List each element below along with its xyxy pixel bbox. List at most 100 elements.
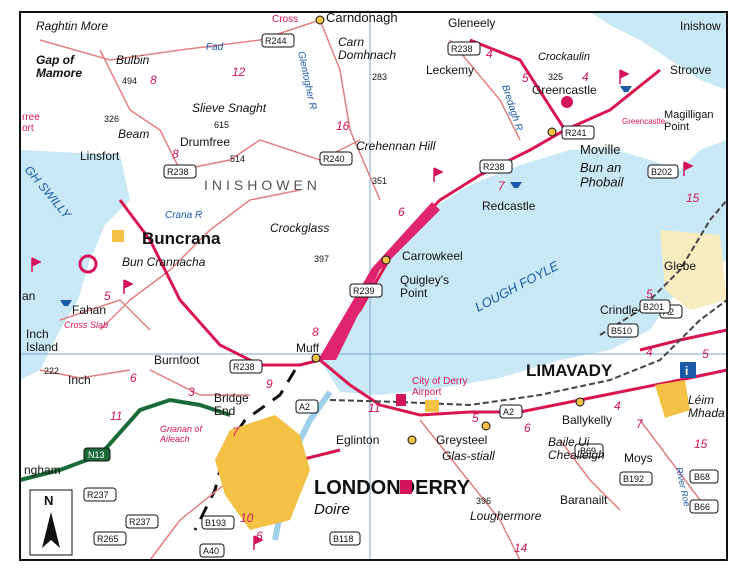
place-crockglass: Crockglass — [270, 221, 329, 235]
place-glas-stiall: Glas-stiall — [442, 449, 495, 463]
tourist-info-icon — [400, 480, 412, 494]
golf-flag-icon — [619, 69, 630, 84]
boat-icon — [60, 300, 72, 306]
height-326: 326 — [104, 114, 119, 124]
distance-label: 6 — [524, 421, 531, 435]
place-ngham: ngham — [24, 463, 61, 477]
road-n13: N13 — [88, 450, 105, 460]
place-glebe: Glebe — [664, 259, 696, 273]
road-b201: B201 — [643, 302, 664, 312]
roundabout-icon — [407, 435, 417, 445]
tourist-info-icon — [396, 394, 406, 406]
place-moville: Moville — [580, 142, 620, 157]
place-inishowen-head: Inishow — [680, 19, 721, 33]
distance-label: 6 — [130, 371, 137, 385]
road-r237-south: R237 — [129, 517, 151, 527]
roundabout-icon — [311, 353, 321, 363]
place-drumfree: Drumfree — [180, 135, 230, 149]
distance-label: 6 — [398, 205, 405, 219]
distance-label: 4 — [614, 399, 621, 413]
place-bun-crannacha: Bun Crannacha — [122, 255, 206, 269]
distance-label: 3 — [188, 385, 195, 399]
golf-flag-icon — [31, 257, 42, 272]
roundabout-icon — [381, 255, 391, 265]
place-greencastle-red: Greencastle — [622, 117, 666, 126]
distance-label: 5 — [104, 289, 111, 303]
height-514: 514 — [230, 154, 245, 164]
lighthouse-icon — [561, 96, 573, 108]
place-moys: Moys — [624, 451, 653, 465]
road-b202: B202 — [651, 167, 672, 177]
roundabout-icon — [575, 397, 585, 407]
fad-river-label: Fad — [206, 42, 224, 53]
distance-label: 5 — [472, 411, 479, 425]
height-222: 222 — [44, 366, 59, 376]
place-leckemy: Leckemy — [426, 63, 474, 77]
place-burnfoot: Burnfoot — [154, 353, 200, 367]
road-b69: B69 — [580, 446, 596, 456]
distance-label: 5 — [522, 71, 529, 85]
road-b68: B68 — [694, 472, 710, 482]
road-r238-east: R238 — [483, 162, 505, 172]
place-fahan: Fahan — [72, 303, 106, 317]
distance-label: 7 — [232, 425, 240, 439]
place-baranailt: Baranailt — [560, 493, 608, 507]
place-stroove: Stroove — [670, 63, 712, 77]
height-494: 494 — [122, 76, 137, 86]
distance-label: 11 — [110, 409, 122, 423]
distance-label: 4 — [582, 70, 589, 84]
place-muff: Muff — [296, 341, 320, 355]
open-sea — [590, 12, 727, 90]
road-r238-south: R238 — [233, 362, 255, 372]
road-b510: B510 — [611, 326, 632, 336]
place-raghtin-more: Raghtin More — [36, 19, 108, 33]
place-carrowkeel: Carrowkeel — [402, 249, 463, 263]
distance-label: 11 — [368, 401, 380, 415]
place-an: an — [22, 289, 35, 303]
roundabout-icon — [547, 127, 557, 137]
roundabout-icon — [481, 421, 491, 431]
height-397: 397 — [314, 254, 329, 264]
place-redcastle: Redcastle — [482, 199, 536, 213]
compass: N — [29, 489, 73, 556]
place-eglinton: Eglinton — [336, 433, 379, 447]
place-greysteel: Greysteel — [436, 433, 487, 447]
road-b66: B66 — [694, 502, 710, 512]
distance-label: 8 — [150, 73, 157, 87]
distance-label: 10 — [240, 511, 254, 525]
place-linsfort: Linsfort — [80, 149, 120, 163]
place-bulbin: Bulbin — [116, 53, 150, 67]
railway — [329, 299, 728, 407]
distance-markers: 8 12 16 4 5 4 8 7 6 15 5 8 5 4 5 6 3 9 1… — [104, 47, 709, 555]
distance-label: 4 — [486, 47, 493, 61]
road-shields: R244 R238 R238 R238 R238 R241 R240 R239 … — [83, 33, 719, 558]
a2-highlight — [318, 202, 440, 360]
place-greencastle: Greencastle — [532, 83, 597, 97]
lough-foyle — [320, 148, 650, 395]
railway-branch — [599, 199, 728, 336]
distance-label: 7 — [498, 179, 506, 193]
place-crehennan-hill: Crehennan Hill — [356, 139, 436, 153]
road-r265: R265 — [97, 534, 119, 544]
crana-river-label: Crana R — [165, 210, 202, 221]
place-inch: Inch — [68, 373, 91, 387]
height-325: 325 — [548, 72, 563, 82]
road-r237-north: R237 — [87, 490, 109, 500]
golf-flag-icon — [683, 161, 694, 176]
place-londonderry: LONDONDERRY — [314, 477, 471, 499]
distance-label: 5 — [702, 347, 709, 361]
distance-label: 12 — [232, 65, 246, 79]
height-283: 283 — [372, 72, 387, 82]
road-r238-west: R238 — [167, 167, 189, 177]
place-doire: Doire — [314, 501, 350, 518]
boat-icon — [510, 182, 522, 188]
distance-label: 15 — [694, 437, 708, 451]
